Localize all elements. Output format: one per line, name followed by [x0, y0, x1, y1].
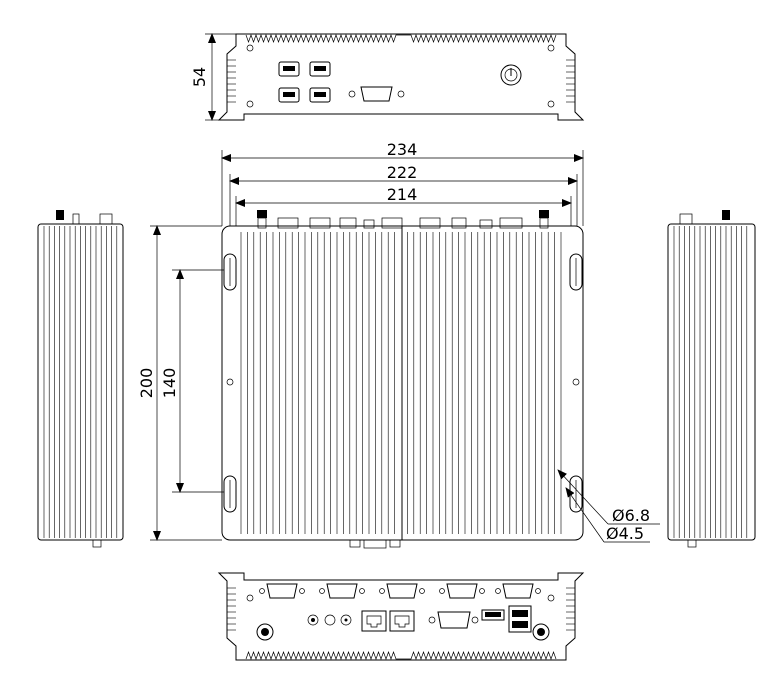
front-view: 54: [190, 33, 585, 121]
top-view: 200 140 Ø6.8 Ø4.5: [137, 210, 660, 549]
dim-height-front: 54: [190, 67, 209, 87]
width-dimensions: 234 222 214: [221, 140, 584, 226]
lan-ports: [361, 610, 415, 632]
screw: [299, 588, 305, 594]
rear-bottom-fin-edge: [245, 650, 557, 661]
antenna-connectors: [257, 210, 549, 218]
screw: [359, 588, 365, 594]
dim-width-mount-outer: 222: [387, 163, 418, 182]
screw: [379, 588, 385, 594]
serial-port: [502, 583, 534, 599]
mounting-slots: [223, 253, 583, 513]
screw: [535, 588, 541, 594]
dim-width-mount-inner: 214: [387, 185, 418, 204]
serial-ports-rear: [259, 583, 541, 599]
screw: [259, 588, 265, 594]
screw: [479, 588, 485, 594]
serial-port-front: [348, 86, 405, 102]
screw: [319, 588, 325, 594]
dim-width-overall: 234: [387, 140, 418, 159]
left-side-view: [37, 210, 124, 548]
dim-depth-overall: 200: [137, 368, 156, 399]
rear-view: [217, 572, 585, 661]
screw: [439, 588, 445, 594]
screw: [419, 588, 425, 594]
vga-port: [428, 611, 479, 629]
serial-port: [386, 583, 418, 599]
dim-hole-small: Ø4.5: [606, 524, 644, 543]
right-side-view: [667, 210, 756, 548]
serial-port: [266, 583, 298, 599]
power-button-icon: [500, 64, 522, 86]
usb-ports: [278, 61, 331, 103]
dim-depth-mount: 140: [160, 368, 179, 399]
screw: [495, 588, 501, 594]
front-top-fin-edge: [245, 33, 557, 44]
hole-callouts: Ø6.8 Ø4.5: [557, 469, 660, 543]
serial-port: [326, 583, 358, 599]
serial-port: [446, 583, 478, 599]
dim-hole-large: Ø6.8: [612, 506, 650, 525]
